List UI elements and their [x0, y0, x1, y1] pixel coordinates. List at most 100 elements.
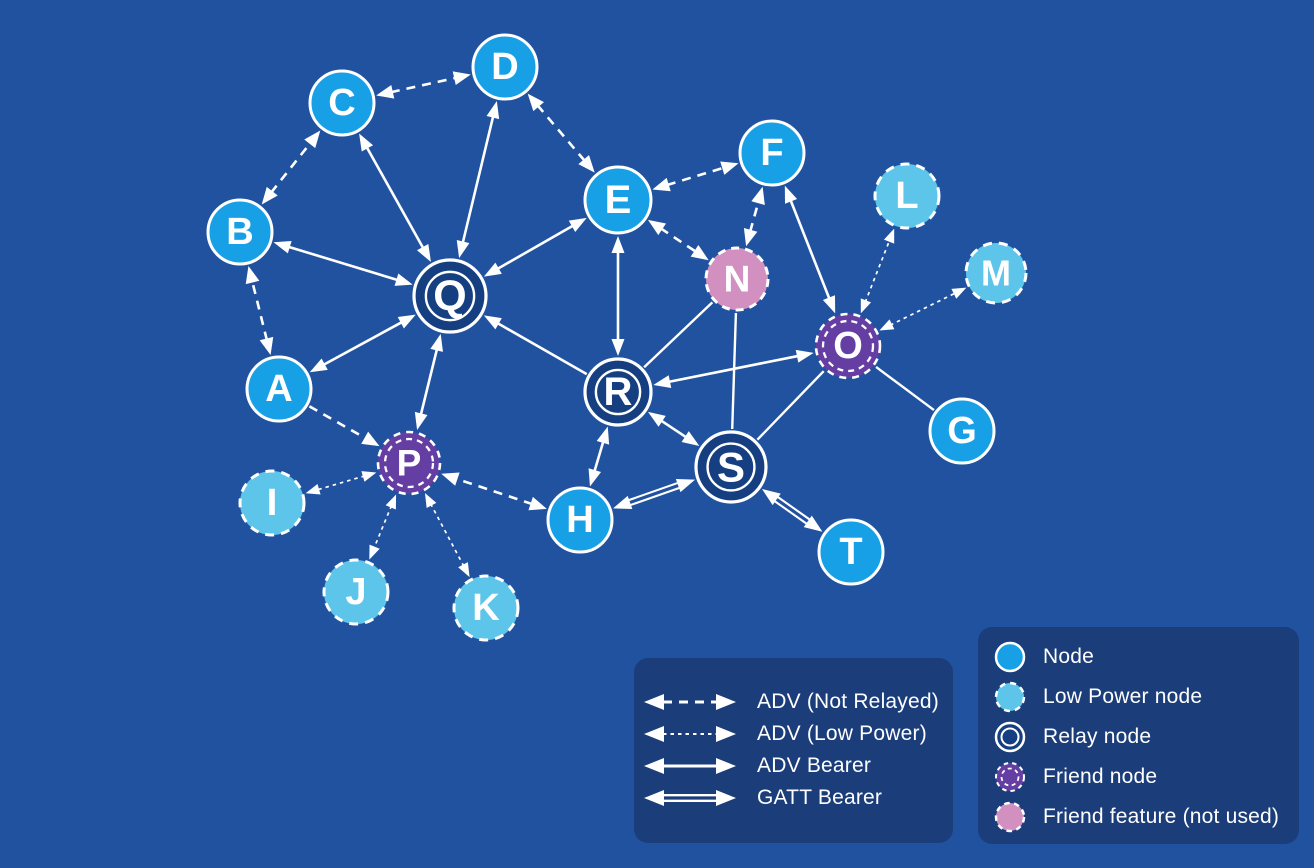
edge-E-N: [647, 219, 709, 261]
node-Q: Q: [412, 258, 488, 334]
node-legend-label: Low Power node: [1043, 685, 1203, 708]
node-T: T: [817, 518, 885, 586]
edge-O-S: [756, 370, 825, 441]
node-N: N: [704, 246, 770, 312]
node-label-K: K: [472, 587, 500, 629]
node-label-E: E: [605, 178, 632, 222]
node-H: H: [546, 486, 614, 554]
node-O: O: [814, 312, 882, 380]
node-legend-item-friend: Friend node: [993, 757, 1299, 797]
node-label-I: I: [267, 482, 278, 524]
edge-P-I: [305, 471, 377, 495]
node-label-P: P: [397, 443, 422, 484]
edge-E-F: [652, 161, 739, 192]
node-label-H: H: [566, 499, 593, 541]
edge-E-R: [611, 236, 625, 356]
node-label-T: T: [839, 531, 862, 573]
edge-A-P: [308, 405, 380, 447]
arrow-legend-item-adv_low_power: ADV (Low Power): [644, 718, 953, 750]
edge-R-Q: [483, 315, 588, 376]
node-G: G: [928, 397, 996, 465]
edge-P-K: [424, 493, 470, 578]
node-F: F: [738, 119, 806, 187]
arrow-style-icon: [644, 790, 736, 806]
node-label-D: D: [491, 46, 518, 88]
node-label-A: A: [265, 368, 292, 410]
edge-N-S: [731, 312, 738, 430]
edge-B-C: [261, 130, 321, 205]
edge-Q-A: [309, 314, 416, 373]
edge-S-T: [762, 488, 823, 532]
node-legend-item-friend_feature: Friend feature (not used): [993, 797, 1299, 837]
node-legend-label: Friend node: [1043, 765, 1158, 788]
arrow-legend-label: ADV (Not Relayed): [757, 690, 939, 713]
node-legend-label: Node: [1043, 645, 1095, 668]
arrow-style-icon: [644, 758, 736, 774]
node-label-F: F: [760, 132, 783, 174]
node-D: D: [471, 33, 539, 101]
node-A: A: [245, 355, 313, 423]
edge-H-S: [613, 478, 696, 510]
node-label-R: R: [604, 370, 633, 414]
node-B: B: [206, 198, 274, 266]
node-J: J: [322, 558, 390, 626]
node-legend-label: Friend feature (not used): [1043, 805, 1280, 828]
node-M: M: [964, 241, 1028, 305]
edge-R-S: [647, 411, 700, 446]
edge-Q-D: [456, 101, 500, 259]
node-C: C: [308, 69, 376, 137]
node-label-L: L: [895, 175, 918, 217]
edge-O-M: [879, 287, 967, 331]
node-legend-item-low_power: Low Power node: [993, 677, 1299, 717]
node-label-N: N: [724, 259, 751, 300]
node-legend-item-node: Node: [993, 637, 1299, 677]
node-label-B: B: [226, 211, 253, 253]
edge-R-H: [588, 426, 610, 487]
node-P: P: [376, 430, 442, 496]
edge-Q-P: [414, 333, 443, 430]
edge-P-J: [369, 494, 397, 560]
edge-A-B: [245, 265, 274, 356]
node-K: K: [452, 574, 520, 642]
edge-F-O: [784, 185, 836, 314]
node-label-M: M: [981, 253, 1011, 294]
node-label-J: J: [345, 571, 366, 613]
node-icon: [994, 641, 1026, 673]
friend-icon: [995, 762, 1025, 792]
node-label-G: G: [947, 410, 977, 452]
arrow-legend-label: ADV (Low Power): [757, 722, 927, 745]
arrow-style-icon: [644, 726, 736, 742]
node-I: I: [238, 469, 306, 537]
edge-O-L: [860, 228, 895, 314]
node-legend-label: Relay node: [1043, 725, 1152, 748]
node-label-S: S: [717, 444, 745, 491]
node-S: S: [694, 430, 768, 504]
node-legend-item-relay: Relay node: [993, 717, 1299, 757]
node-L: L: [873, 162, 941, 230]
arrow-legend: ADV (Not Relayed) ADV (Low Power) ADV Bear…: [634, 658, 953, 843]
arrow-legend-item-adv_bearer: ADV Bearer: [644, 750, 953, 782]
arrow-legend-label: GATT Bearer: [757, 786, 883, 809]
edge-C-D: [376, 71, 471, 99]
node-label-O: O: [833, 325, 863, 367]
arrow-legend-label: ADV Bearer: [757, 754, 872, 777]
edge-N-R: [643, 301, 714, 369]
edge-N-F: [743, 186, 765, 247]
edge-D-E: [527, 93, 595, 173]
edge-H-P: [441, 472, 547, 511]
arrow-legend-item-gatt: GATT Bearer: [644, 782, 953, 814]
node-label-Q: Q: [433, 272, 466, 320]
node-label-C: C: [328, 82, 355, 124]
edge-O-G: [875, 365, 935, 412]
edge-Q-B: [273, 240, 413, 286]
low-power-icon: [994, 681, 1026, 713]
node-R: R: [583, 357, 653, 427]
friend-feature-icon: [994, 801, 1026, 833]
relay-icon: [994, 721, 1026, 753]
edge-Q-E: [483, 217, 587, 277]
arrow-legend-item-adv_not_relayed: ADV (Not Relayed): [644, 686, 953, 718]
arrow-style-icon: [644, 694, 736, 710]
